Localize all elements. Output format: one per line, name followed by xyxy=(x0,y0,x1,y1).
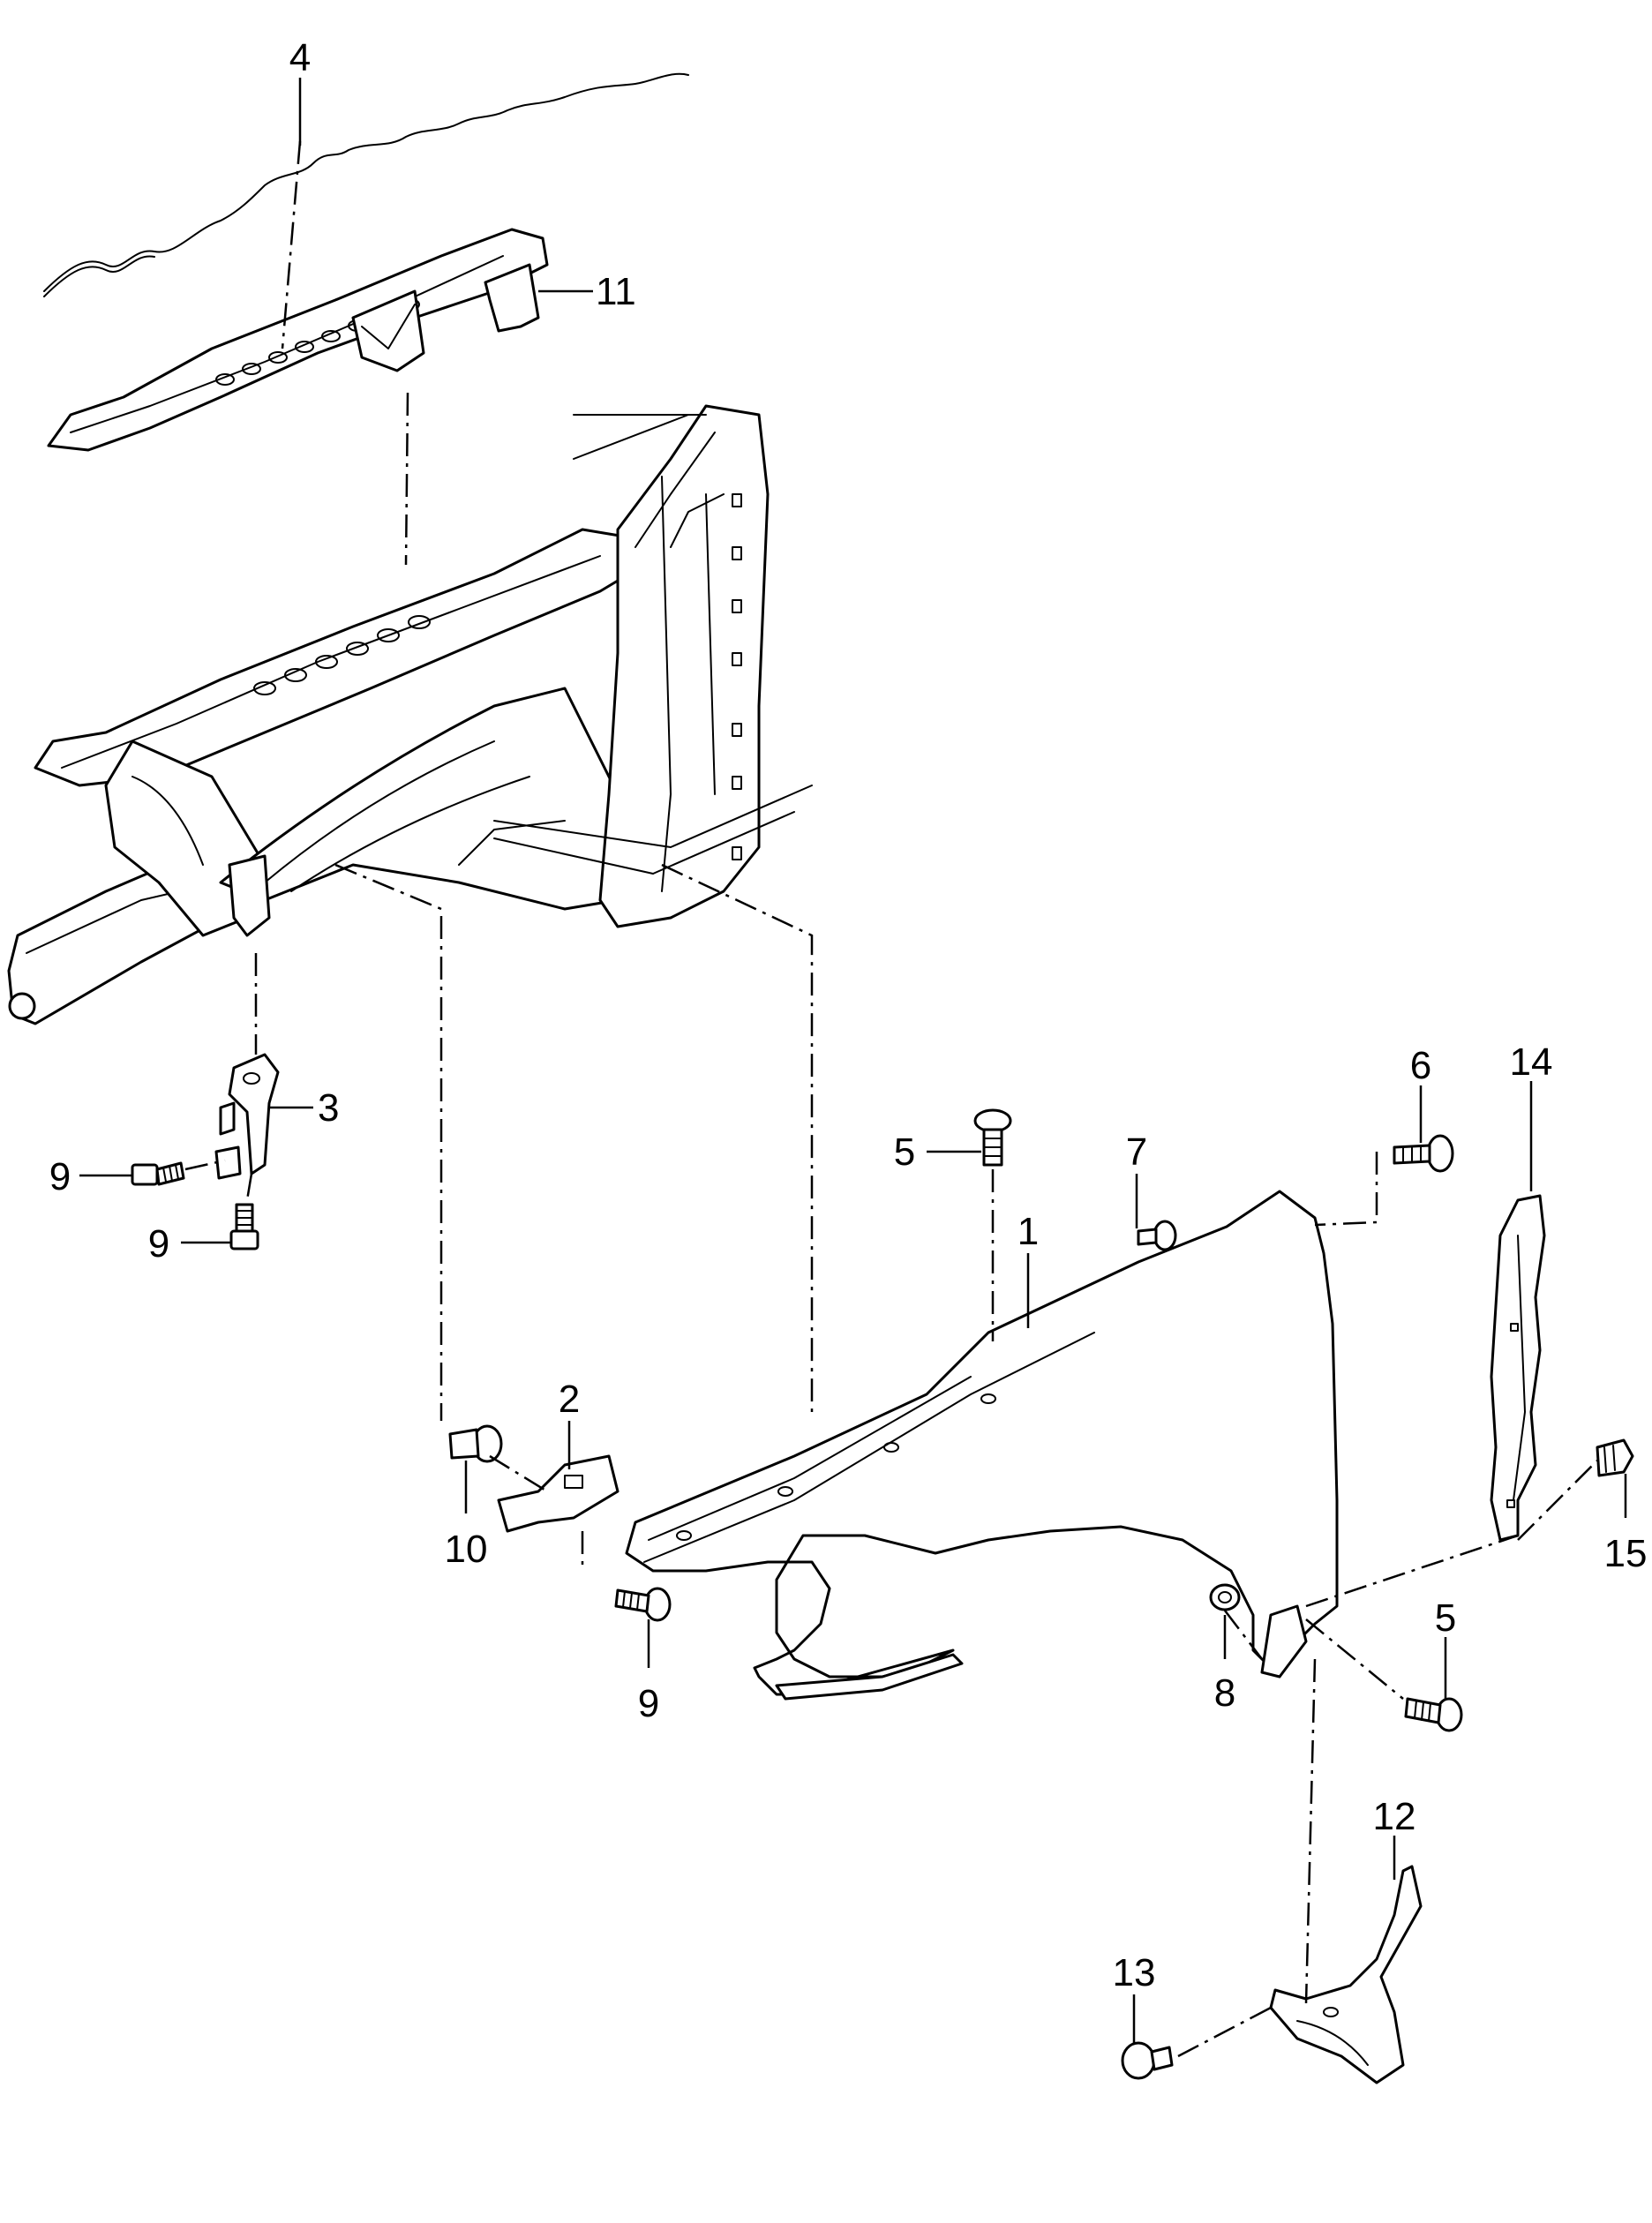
leader-lines xyxy=(79,78,1627,2043)
callout-15: 15 xyxy=(1604,1532,1648,1575)
part-3-bracket xyxy=(214,1053,280,1180)
part-13-clip xyxy=(1121,2041,1174,2080)
body-frame xyxy=(7,404,813,1025)
part-8-nut xyxy=(1209,1583,1241,1611)
part-10-bolt xyxy=(448,1424,503,1463)
part-11-upper-rail xyxy=(47,228,549,452)
callout-9-b: 9 xyxy=(148,1222,169,1265)
part-12-mudflap xyxy=(1269,1865,1423,2084)
part-2-bracket xyxy=(497,1454,620,1533)
callout-2: 2 xyxy=(559,1378,580,1421)
assembly-lines xyxy=(184,140,1598,2058)
callout-3: 3 xyxy=(318,1086,339,1130)
part-4-seal xyxy=(43,72,689,297)
callout-14: 14 xyxy=(1510,1040,1553,1084)
part-14-shield xyxy=(1490,1194,1546,1542)
part-9-bolt-a xyxy=(131,1161,185,1186)
callout-labels: 4 11 3 9 9 5 6 14 7 1 2 10 9 8 15 5 12 1… xyxy=(49,36,1648,1994)
callout-11: 11 xyxy=(596,270,636,313)
callout-13: 13 xyxy=(1113,1951,1156,1994)
part-9-bolt-b xyxy=(229,1203,259,1250)
callout-1: 1 xyxy=(1017,1210,1039,1253)
part-5-bolt-b xyxy=(1404,1697,1463,1732)
callout-6: 6 xyxy=(1410,1044,1431,1087)
callout-10: 10 xyxy=(445,1528,488,1571)
callout-4: 4 xyxy=(289,36,311,79)
part-6-bolt xyxy=(1393,1134,1454,1173)
callout-7: 7 xyxy=(1126,1130,1147,1174)
part-9-bolt-c xyxy=(614,1587,672,1622)
callout-5-a: 5 xyxy=(894,1130,915,1174)
part-7-clip xyxy=(1137,1220,1177,1251)
part-1-fender xyxy=(625,1190,1339,1701)
callout-9-c: 9 xyxy=(638,1682,659,1725)
part-5-bolt-a xyxy=(973,1108,1012,1167)
callout-12: 12 xyxy=(1373,1795,1416,1838)
callout-9-a: 9 xyxy=(49,1155,71,1198)
callout-8: 8 xyxy=(1214,1671,1235,1715)
part-15-clip xyxy=(1596,1438,1634,1477)
callout-5-b: 5 xyxy=(1435,1596,1456,1640)
